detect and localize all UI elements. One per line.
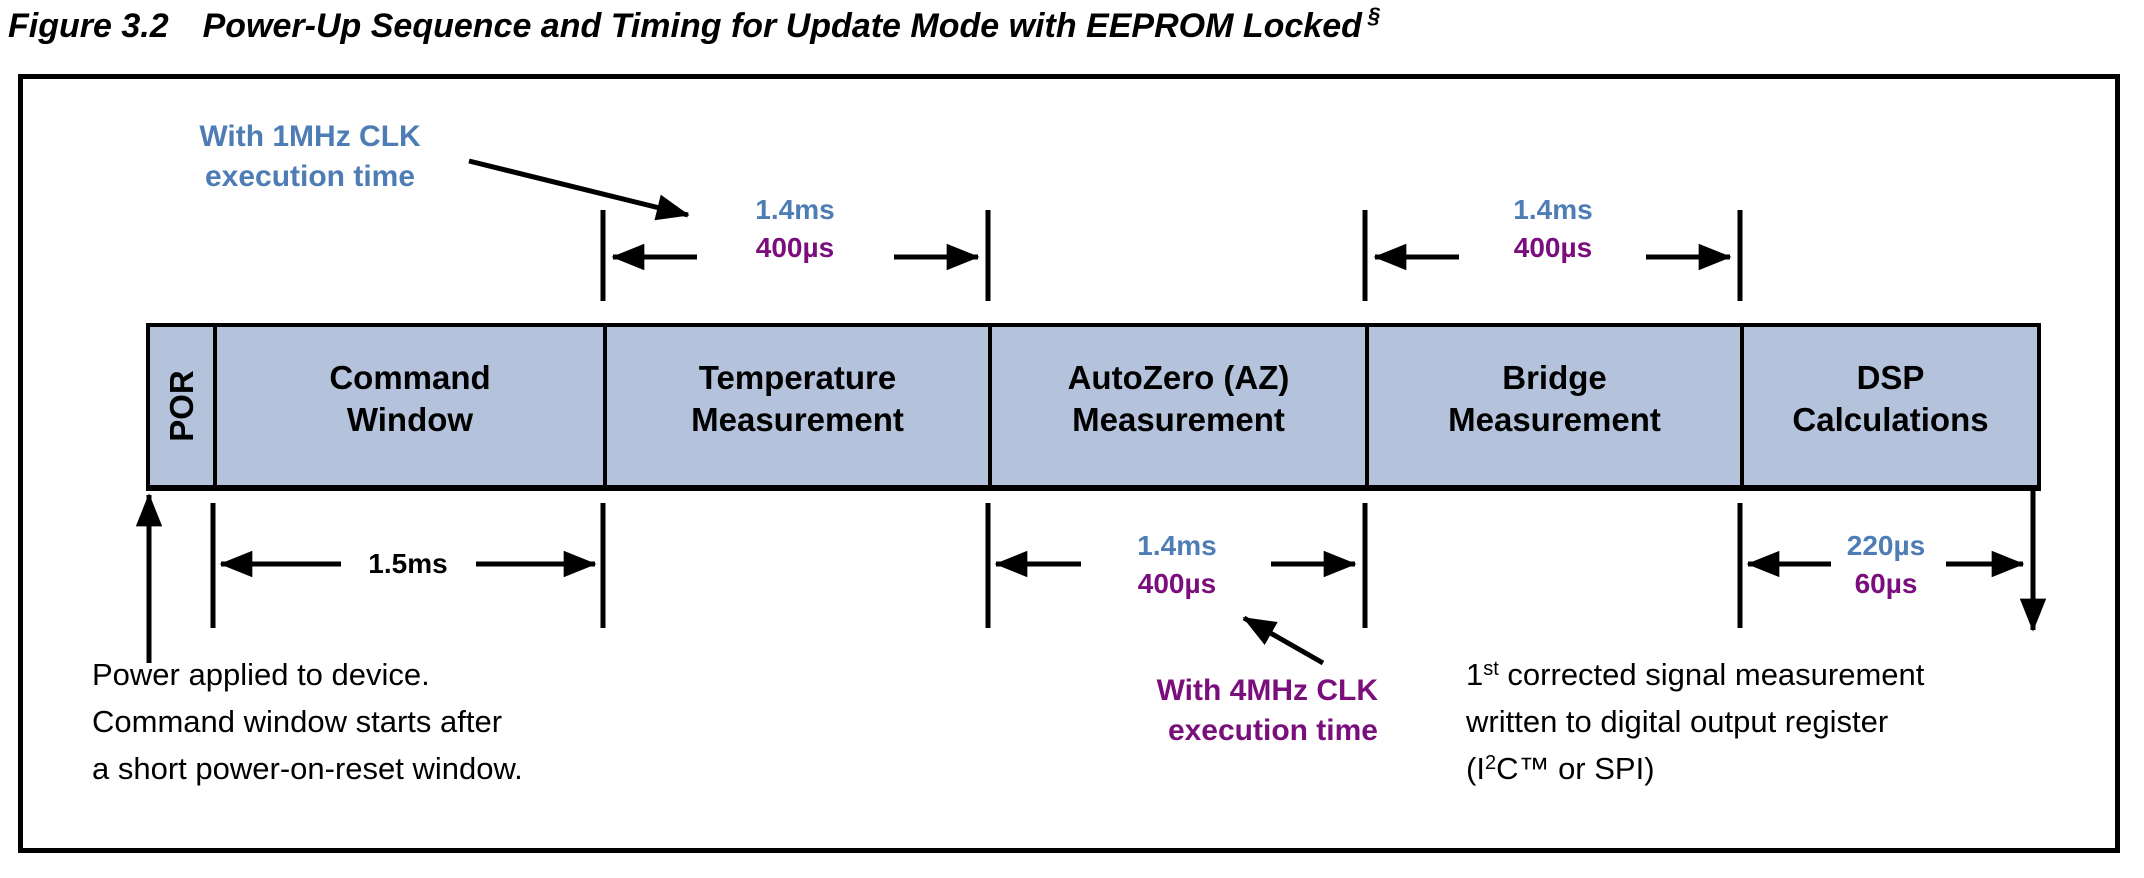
note-text: corrected signal measurement [1498,657,1925,692]
first-output-note-line1: 1st corrected signal measurement [1466,651,1924,698]
clk-4mhz-note-line1: With 4MHz CLK [1156,674,1378,707]
figure-title: Figure 3.2 Power-Up Sequence and Timing f… [8,4,1380,48]
figure-number: Figure 3.2 [8,7,169,45]
block-por-label: POR [162,370,200,442]
block-por: POR [150,327,217,485]
block-label: DSP [1856,359,1925,396]
block-label: Calculations [1792,401,1989,438]
clk-4mhz-pointer-arrow [1242,615,1325,666]
block-label: Measurement [691,401,904,438]
arrows-layer [135,158,2047,666]
timing-temperature-4mhz: 400µs [755,232,835,263]
block-label: Bridge [1502,359,1607,396]
block-label: AutoZero (AZ) [1067,359,1290,396]
clk-4mhz-note: With 4MHz CLK execution time [1078,671,1378,751]
timing-bridge: 1.4ms 400µs [1453,191,1653,267]
first-output-note-line2: written to digital output register [1466,704,1889,739]
block-autozero-measurement: AutoZero (AZ) Measurement [992,327,1369,485]
timing-autozero-4mhz: 400µs [1137,568,1217,599]
timing-command-window: 1.5ms [368,548,448,579]
power-on-note-line1: Power applied to device. [92,657,430,692]
timing-bridge-4mhz: 400µs [1513,232,1593,263]
clk-1mhz-note-line2: execution time [204,160,416,193]
note-text: (I [1466,751,1485,786]
ordinal-suffix: st [1483,658,1499,680]
figure-title-text: Power-Up Sequence and Timing for Update … [202,7,1362,45]
first-output-note: 1st corrected signal measurement written… [1466,651,1924,792]
block-label: Measurement [1072,401,1285,438]
note-text: C™ or SPI) [1496,751,1655,786]
power-on-note-line3: a short power-on-reset window. [92,751,523,786]
ordinal-number: 1 [1466,657,1484,692]
block-label: Measurement [1448,401,1661,438]
block-temperature-measurement: Temperature Measurement [607,327,992,485]
block-dsp-calculations: DSP Calculations [1744,327,2037,485]
timing-autozero-1mhz: 1.4ms [1137,530,1217,561]
block-label: Command [329,359,491,396]
sequence-block-row: POR Command Window Temperature Measureme… [146,323,2041,491]
first-output-note-line3: (I2C™ or SPI) [1466,745,1924,792]
block-label: Temperature [698,359,897,396]
timing-dsp-1mhz: 220µs [1846,530,1926,561]
power-on-note: Power applied to device. Command window … [92,651,523,792]
timing-temperature-1mhz: 1.4ms [755,194,835,225]
footnote-mark: § [1367,3,1381,28]
clk-1mhz-note: With 1MHz CLK execution time [160,117,460,197]
block-bridge-measurement: Bridge Measurement [1369,327,1744,485]
clk-1mhz-note-line1: With 1MHz CLK [199,120,421,153]
clk-1mhz-pointer-arrow [468,158,690,221]
diagram-frame: POR Command Window Temperature Measureme… [18,74,2120,853]
timing-temperature: 1.4ms 400µs [695,191,895,267]
i2c-superscript: 2 [1484,752,1497,774]
power-on-note-line2: Command window starts after [92,704,503,739]
clk-4mhz-note-line2: execution time [1167,714,1378,747]
timing-dsp-4mhz: 60µs [1854,568,1918,599]
block-label: Window [346,401,474,438]
timing-dsp: 220µs 60µs [1786,527,1986,603]
timing-autozero: 1.4ms 400µs [1077,527,1277,603]
timing-bridge-1mhz: 1.4ms [1513,194,1593,225]
block-command-window: Command Window [217,327,607,485]
